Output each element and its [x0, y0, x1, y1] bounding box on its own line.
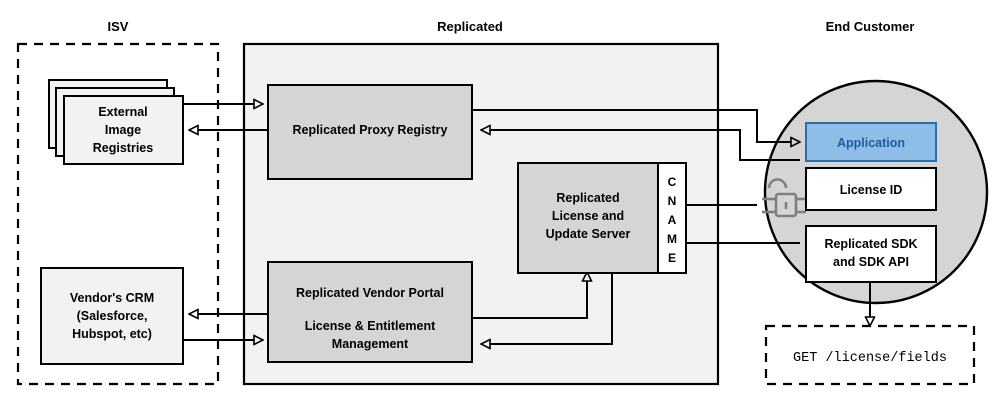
cname-strip[interactable] — [657, 162, 687, 274]
connector-vendor-portal-to-license-server — [471, 272, 587, 319]
unlocked-padlock-icon — [762, 178, 806, 218]
replicated-license-update-server-label-line1: Replicated — [556, 191, 619, 205]
api-request-label: GET /license/fields — [793, 351, 947, 366]
vendors-crm-label-line1: Vendor's CRM — [70, 291, 154, 305]
application-box[interactable] — [805, 122, 937, 162]
replicated-proxy-registry[interactable] — [267, 84, 473, 180]
vendors-crm[interactable] — [40, 267, 184, 365]
cname-char-m: M — [667, 232, 677, 246]
zone-title-end-customer: End Customer — [826, 19, 915, 34]
external-image-registries[interactable] — [63, 95, 184, 165]
zone-title-replicated: Replicated — [437, 19, 503, 34]
api-request-box — [764, 324, 976, 386]
cname-char-n: N — [668, 194, 677, 208]
cname-char-a: A — [668, 213, 677, 227]
replicated-sdk-label-line2: and SDK API — [833, 255, 909, 269]
connector-proxy-to-application — [471, 109, 800, 142]
vendors-crm-label-line3: Hubspot, etc) — [72, 327, 152, 341]
replicated-vendor-portal-label-line2: License & Entitlement — [305, 319, 436, 333]
external-image-registries-label-line3: Registries — [93, 141, 153, 155]
replicated-proxy-registry-label: Replicated Proxy Registry — [293, 123, 448, 137]
replicated-license-update-server[interactable] — [517, 162, 659, 274]
replicated-vendor-portal[interactable] — [267, 261, 473, 363]
zone-title-isv: ISV — [108, 19, 129, 34]
connector-license-server-to-vendor-portal — [481, 272, 613, 344]
replicated-vendor-portal-label-line1: Replicated Vendor Portal — [296, 286, 444, 300]
external-image-registries-label-line1: External — [98, 105, 147, 119]
connector-application-to-proxy — [481, 130, 800, 161]
replicated-vendor-portal-label-line3: Management — [332, 337, 409, 351]
cname-char-c: C — [668, 175, 677, 189]
replicated-sdk-label-line1: Replicated SDK — [824, 237, 917, 251]
zone-isv-boundary — [16, 42, 220, 386]
vendors-crm-label-line2: (Salesforce, — [77, 309, 148, 323]
cname-char-e: E — [668, 251, 676, 265]
replicated-license-update-server-label-line3: Update Server — [546, 227, 631, 241]
external-image-registries-label-line2: Image — [105, 123, 141, 137]
license-id-box[interactable] — [805, 167, 937, 211]
replicated-sdk-box[interactable] — [805, 225, 937, 283]
license-id-label: License ID — [840, 183, 903, 197]
application-label: Application — [837, 136, 905, 150]
replicated-license-update-server-label-line2: License and — [552, 209, 624, 223]
